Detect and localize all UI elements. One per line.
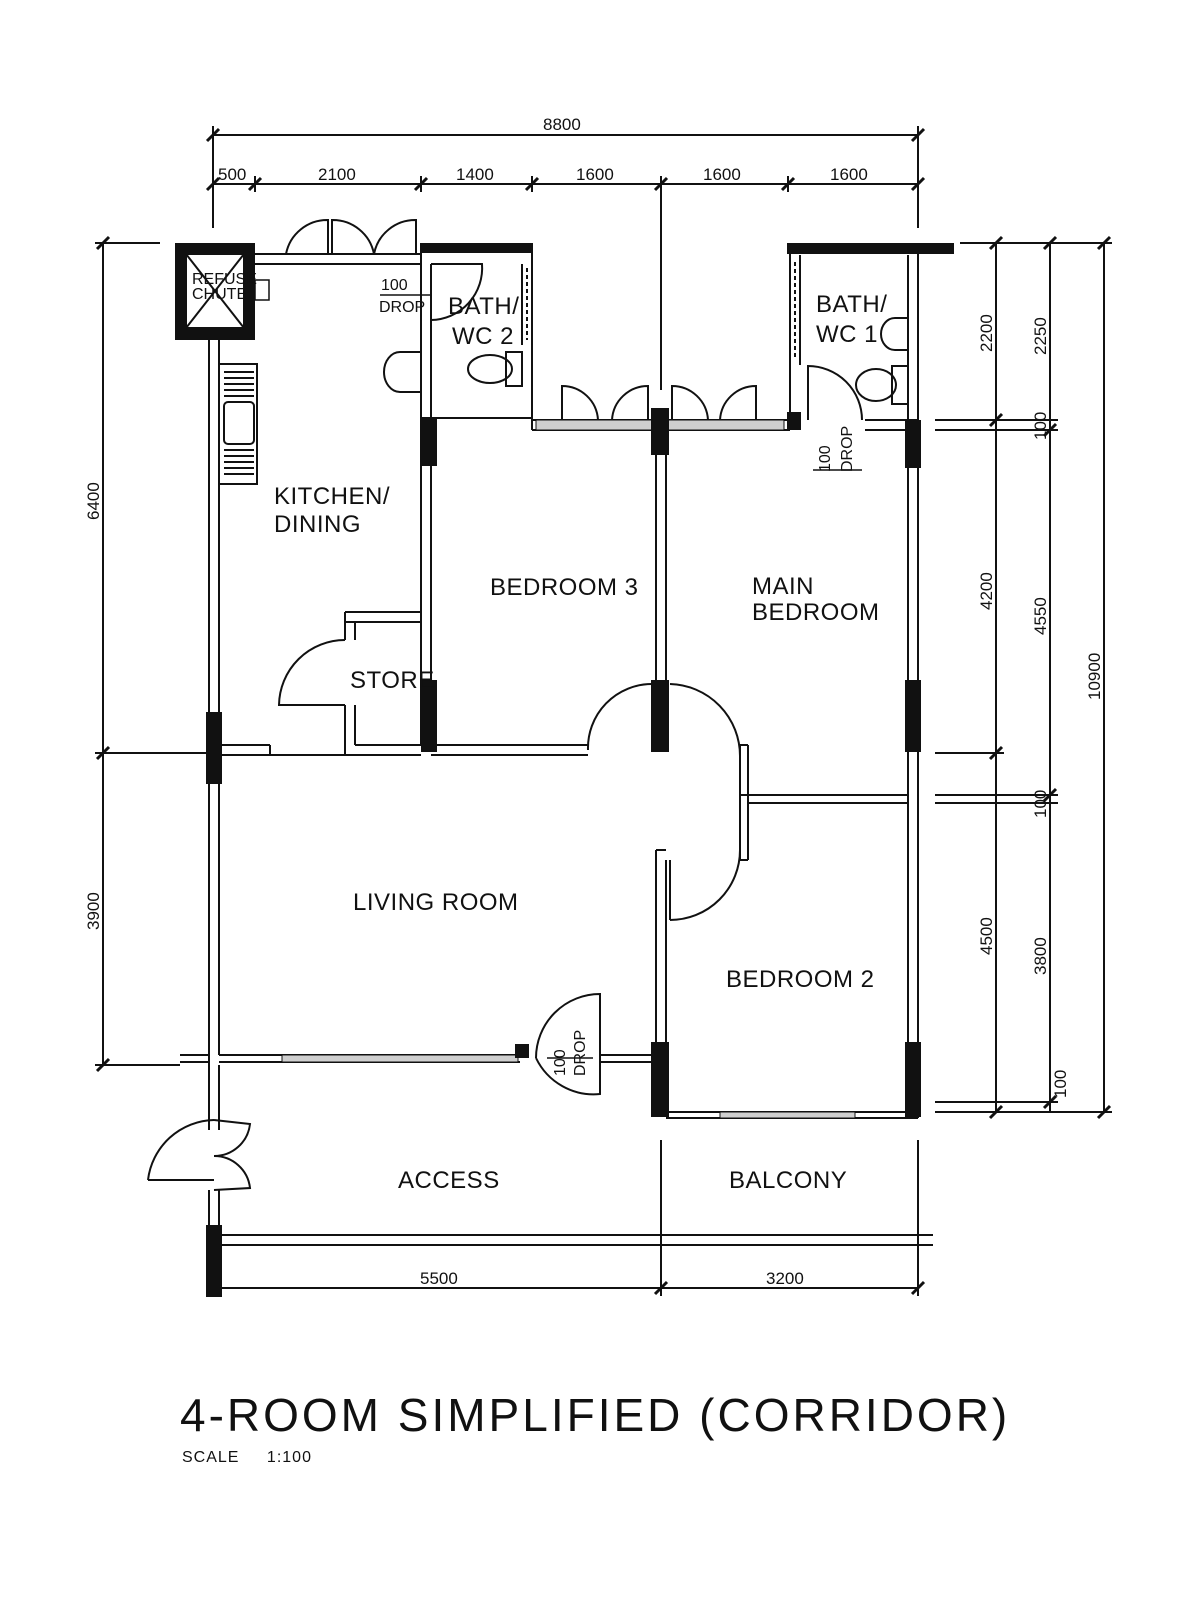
- doors: [147, 218, 863, 1191]
- living-drop-value: 100: [552, 1049, 569, 1076]
- bedroom-2-label: BEDROOM 2: [726, 966, 875, 993]
- dim-right-mid-2: 4550: [1031, 597, 1050, 635]
- scale-label: SCALE: [182, 1449, 240, 1466]
- dim-bottom-1: 5500: [420, 1269, 458, 1288]
- room-labels: REFUSE CHUTE BATH/ WC 2 BATH/ WC 1 KITCH…: [192, 271, 887, 1194]
- scale-value: 1:100: [266, 1449, 312, 1466]
- dim-top-6: 1600: [830, 165, 868, 184]
- dim-left-1: 6400: [84, 482, 103, 520]
- windows: [281, 419, 856, 1119]
- scale-note: SCALE 1:100: [182, 1449, 334, 1467]
- dim-top-total: 8800: [543, 115, 581, 134]
- bedroom-3-label: BEDROOM 3: [490, 574, 639, 601]
- drop-labels: 100 DROP 100 DROP 100 DROP: [379, 277, 856, 1076]
- kitchen-dining-label-1: KITCHEN/: [274, 483, 390, 510]
- kitchen-sink: [218, 363, 258, 485]
- kitchen-drop-text: DROP: [379, 299, 425, 316]
- store-label: STORE: [350, 667, 435, 694]
- bath-wc-2-label-2: WC 2: [452, 323, 514, 350]
- dim-top-5: 1600: [703, 165, 741, 184]
- toilet-fixtures: [383, 262, 909, 405]
- main-bedroom-label-1: MAIN: [752, 573, 814, 600]
- bath-wc-1-label-2: WC 1: [816, 321, 878, 348]
- dim-right-total: 10900: [1085, 653, 1104, 700]
- main-bedroom-drop-text: DROP: [839, 426, 856, 472]
- dim-right-inner-6: 100: [1051, 1070, 1070, 1098]
- dim-right-mid-1: 2250: [1031, 317, 1050, 355]
- drop-markers: [380, 294, 862, 1059]
- dimension-ticks: [95, 127, 1112, 1296]
- bath-wc-1-label-1: BATH/: [816, 291, 887, 318]
- dim-right-inner-3: 4200: [977, 572, 996, 610]
- access-label: ACCESS: [398, 1167, 500, 1194]
- kitchen-dining-label-2: DINING: [274, 511, 361, 538]
- dimension-labels: 8800 500 2100 1400 1600 1600 1600 5500 3…: [84, 115, 1104, 1288]
- refuse-chute-label-2: CHUTE: [192, 286, 247, 303]
- refuse-chute: [175, 243, 270, 340]
- dim-top-1: 500: [218, 165, 246, 184]
- refuse-chute-label-1: REFUSE: [192, 271, 257, 288]
- living-room-label: LIVING ROOM: [353, 889, 519, 916]
- dim-right-inner-1: 2200: [977, 314, 996, 352]
- dim-top-2: 2100: [318, 165, 356, 184]
- columns: [206, 243, 954, 1297]
- kitchen-drop-value: 100: [381, 277, 408, 294]
- main-bedroom-drop-value: 100: [817, 445, 834, 472]
- balcony-label: BALCONY: [729, 1167, 847, 1194]
- dim-right-inner-5: 4500: [977, 917, 996, 955]
- dim-right-inner-4: 100: [1031, 790, 1050, 818]
- dim-top-4: 1600: [576, 165, 614, 184]
- dim-bottom-2: 3200: [766, 1269, 804, 1288]
- dim-right-mid-3: 3800: [1031, 937, 1050, 975]
- dim-right-inner-2: 100: [1031, 412, 1050, 440]
- bath-wc-2-label-1: BATH/: [448, 293, 519, 320]
- plan-title: 4-ROOM SIMPLIFIED (CORRIDOR): [180, 1389, 1011, 1441]
- living-drop-text: DROP: [572, 1030, 589, 1076]
- dim-top-3: 1400: [456, 165, 494, 184]
- main-bedroom-label-2: BEDROOM: [752, 599, 880, 626]
- walls: [180, 243, 933, 1246]
- dim-left-2: 3900: [84, 892, 103, 930]
